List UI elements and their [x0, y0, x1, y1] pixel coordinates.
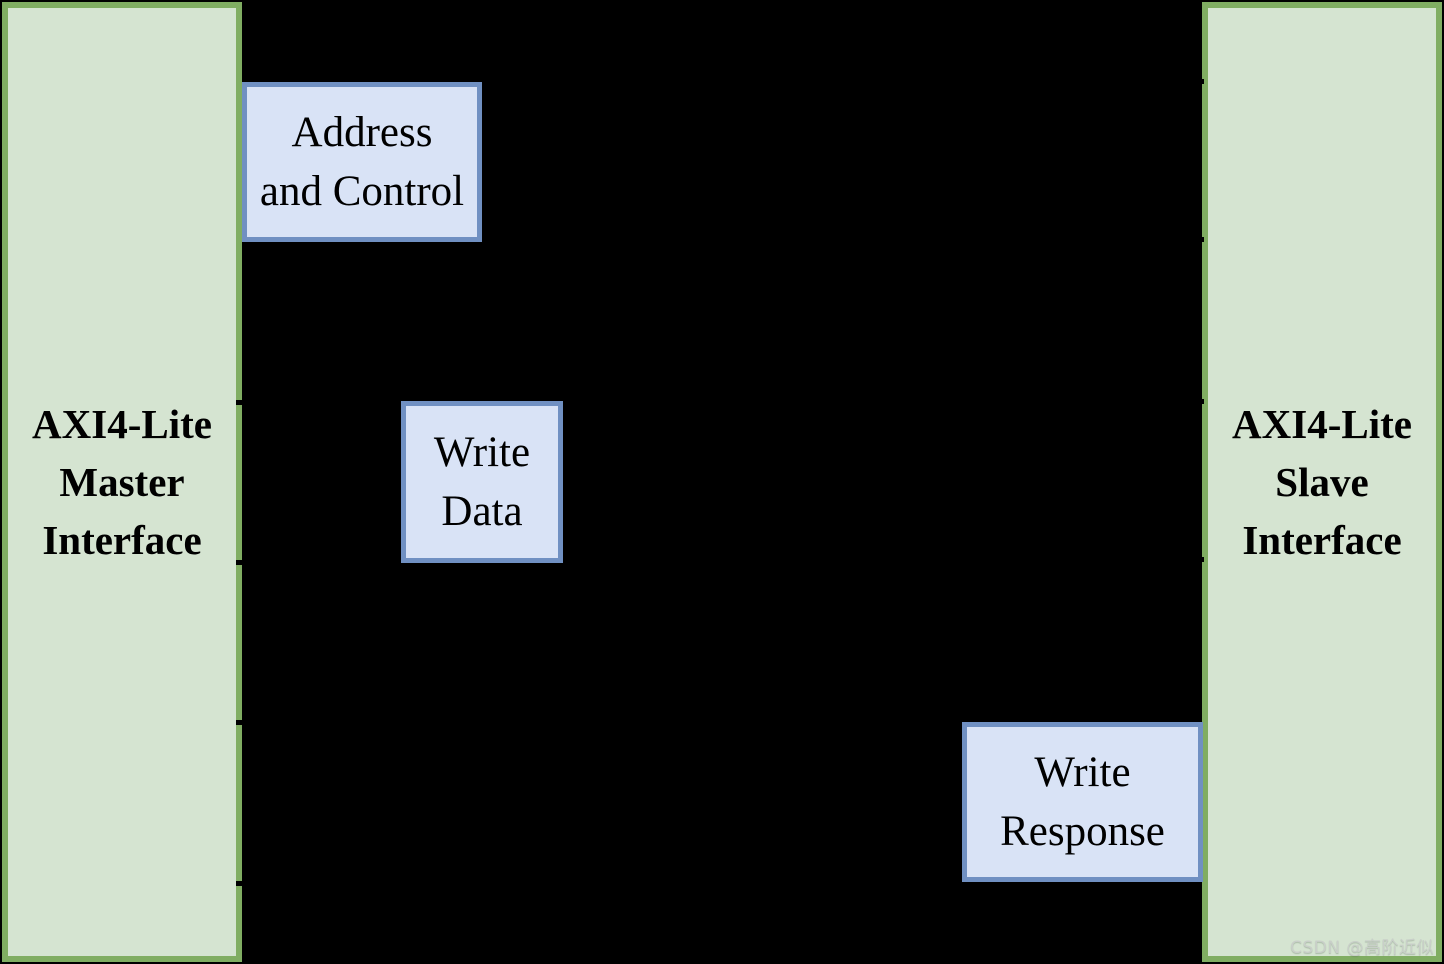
- arrow-outline-tick: [1197, 79, 1204, 84]
- address-and-control-box: Address and Control: [242, 82, 482, 242]
- master-interface-panel: AXI4-Lite Master Interface: [2, 2, 242, 962]
- arrow-outline-tick: [236, 720, 243, 725]
- write-data-box: Write Data: [401, 401, 563, 563]
- slave-title-line: Interface: [1242, 517, 1402, 563]
- slave-title-line: Slave: [1275, 459, 1369, 505]
- master-title-line: AXI4-Lite: [32, 401, 212, 447]
- address-and-control-label: Address and Control: [259, 109, 465, 215]
- arrow-outline-tick: [1197, 557, 1204, 562]
- csdn-watermark: CSDN @高阶近似: [1290, 938, 1434, 958]
- master-title-line: Interface: [42, 517, 202, 563]
- arrow-outline-tick: [1197, 399, 1204, 404]
- slave-interface-title: AXI4-Lite Slave Interface: [1208, 395, 1436, 569]
- master-title-line: Master: [59, 459, 185, 505]
- slave-title-line: AXI4-Lite: [1232, 401, 1412, 447]
- master-interface-title: AXI4-Lite Master Interface: [8, 395, 236, 569]
- slave-interface-panel: AXI4-Lite Slave Interface: [1202, 2, 1442, 962]
- arrow-outline-tick: [236, 560, 243, 565]
- arrow-outline-tick: [1197, 237, 1204, 242]
- write-response-label: Write Response: [1000, 749, 1165, 855]
- write-response-box: Write Response: [962, 722, 1203, 882]
- write-data-label: Write Data: [433, 429, 531, 535]
- arrow-outline-tick: [236, 881, 243, 886]
- arrow-outline-tick: [236, 400, 243, 405]
